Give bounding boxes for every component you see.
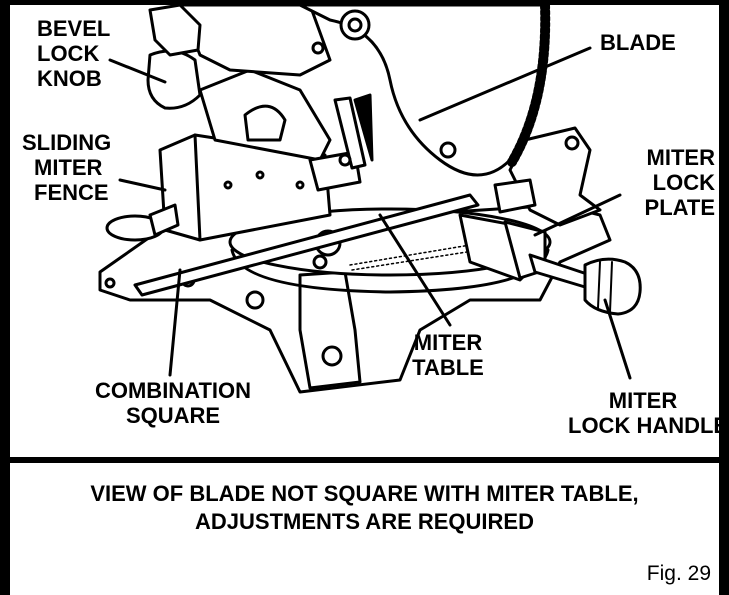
base-hole <box>104 277 116 289</box>
leader-bevel-lock-knob <box>108 58 167 84</box>
label-bevel-lock-knob: BEVEL LOCK KNOB <box>37 16 110 91</box>
label-line: TABLE <box>412 355 484 380</box>
frame-border-left <box>0 0 10 595</box>
leader-miter-table <box>378 213 452 327</box>
square-rule <box>353 93 374 162</box>
frame-border-top <box>0 0 729 5</box>
saw-blade <box>298 3 547 177</box>
leader-blade <box>418 46 592 122</box>
guard-bolt <box>439 141 457 159</box>
label-blade: BLADE <box>600 30 676 55</box>
base-pin <box>312 254 328 270</box>
label-miter-lock-plate: MITER LOCK PLATE <box>645 145 715 220</box>
label-line: FENCE <box>34 180 109 205</box>
caption-line: VIEW OF BLADE NOT SQUARE WITH MITER TABL… <box>90 481 639 506</box>
caption-line: ADJUSTMENTS ARE REQUIRED <box>195 509 534 534</box>
label-line: MITER <box>413 330 483 355</box>
frame-divider <box>10 457 719 463</box>
fence-hole <box>223 180 233 190</box>
fence-hole <box>255 170 265 180</box>
fence-knob-stem <box>148 203 180 237</box>
label-line: SLIDING <box>22 130 112 155</box>
label-line: PLATE <box>644 195 715 220</box>
label-sliding-miter-fence: SLIDING MITER FENCE <box>22 130 111 205</box>
combination-square-blade <box>133 193 480 297</box>
square-rule <box>333 96 367 170</box>
square-screw <box>338 153 352 167</box>
bevel-scale <box>493 178 537 214</box>
label-line: MITER <box>646 145 715 170</box>
leader-miter-lock-plate <box>533 193 622 237</box>
miter-saw-illustration <box>98 0 642 394</box>
knob-mount <box>148 3 202 57</box>
label-combination-square: COMBINATION SQUARE <box>88 378 258 428</box>
label-line: BEVEL <box>37 16 111 41</box>
label-line: LOCK <box>652 170 715 195</box>
handle-grip-ridge <box>609 261 613 313</box>
guard-window <box>243 104 287 142</box>
blade-arbor-inner <box>347 17 363 33</box>
figure-caption: VIEW OF BLADE NOT SQUARE WITH MITER TABL… <box>10 480 719 536</box>
fence-face <box>193 133 202 242</box>
label-miter-lock-handle: MITER LOCK HANDLE <box>568 388 729 438</box>
arbor-bolt <box>311 41 325 55</box>
base-hole <box>245 290 265 310</box>
saw-arm <box>178 3 332 77</box>
figure-number: Fig. 29 <box>646 562 711 585</box>
label-line: KNOB <box>37 66 102 91</box>
leader-sliding-miter-fence <box>118 178 167 192</box>
label-line: LOCK <box>37 41 100 66</box>
fence-hole <box>295 180 305 190</box>
label-line: COMBINATION <box>94 378 252 403</box>
label-miter-table: MITER TABLE <box>408 330 488 380</box>
blade-teeth-edge <box>507 0 551 167</box>
frame-border-right <box>719 0 729 595</box>
base-hole <box>321 345 343 367</box>
label-line: BLADE <box>600 30 676 55</box>
leader-combination-square <box>168 268 182 377</box>
leader-miter-lock-handle <box>603 298 632 380</box>
handle-grip-ridge <box>597 261 601 309</box>
label-line: MITER <box>608 388 678 413</box>
foot-hole <box>564 135 580 151</box>
label-line: SQUARE <box>125 403 221 428</box>
label-line: LOCK HANDLE <box>568 413 729 438</box>
label-line: MITER <box>34 155 103 180</box>
